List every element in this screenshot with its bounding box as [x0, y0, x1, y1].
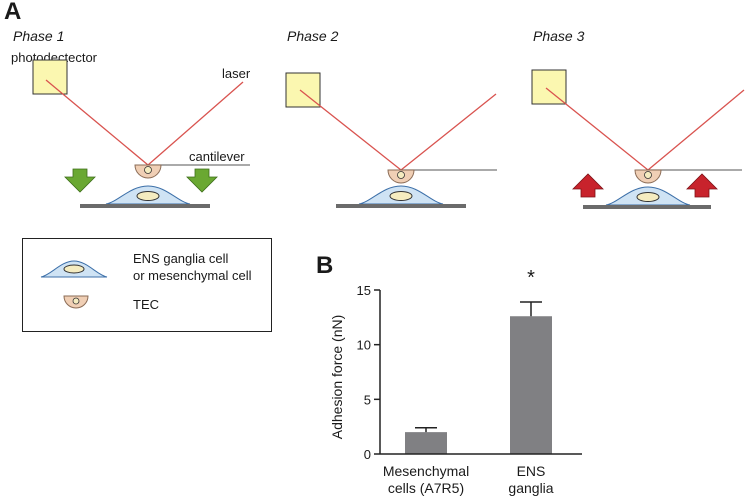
bar [405, 432, 447, 454]
tec-legend-icon [63, 295, 89, 309]
tec-cell [387, 169, 415, 184]
cantilever-label: cantilever [189, 149, 245, 164]
laser-label: laser [222, 66, 251, 81]
y-tick-label: 0 [364, 447, 371, 462]
phase-3-diagram [531, 69, 745, 209]
phase-1-title: Phase 1 [13, 28, 65, 44]
adhesion-bar-chart: Adhesion force (nN) 0 5 10 15Mesenchymalcel… [329, 267, 582, 496]
target-cell [105, 185, 191, 205]
laser-beam-in [147, 81, 244, 166]
legend-tec-label: TEC [133, 297, 159, 312]
laser-beam-in [647, 89, 745, 171]
y-tick-label: 5 [364, 392, 371, 407]
up-arrow-icon [572, 173, 604, 198]
tec-cell [134, 164, 162, 179]
tec-cell [634, 169, 662, 184]
legend-box: ENS ganglia cell or mesenchymal cell TEC [22, 238, 272, 332]
target-cell [358, 185, 444, 205]
legend-cell-label-2: or mesenchymal cell [133, 268, 252, 283]
panel-b-letter: B [316, 252, 334, 279]
x-tick-label: ganglia [508, 480, 553, 496]
laser-beam-in [400, 93, 497, 171]
bar [510, 316, 552, 454]
down-arrow-icon [64, 168, 96, 193]
cell-legend-icon [40, 260, 108, 278]
laser-beam-out [299, 89, 402, 171]
y-axis-label: Adhesion force (nN) [329, 315, 345, 440]
target-cell [605, 186, 691, 206]
significance-marker: * [527, 267, 535, 289]
phase-2-title: Phase 2 [287, 28, 339, 44]
phase-1-diagram [32, 59, 250, 208]
x-tick-label: cells (A7R5) [388, 480, 464, 496]
phase-3-title: Phase 3 [533, 28, 585, 44]
substrate [336, 204, 466, 208]
laser-beam-out [45, 79, 149, 166]
photodetector-box [32, 59, 68, 95]
y-tick-label: 10 [357, 338, 371, 353]
down-arrow-icon [186, 168, 218, 193]
x-tick-label: ENS [517, 463, 546, 479]
photodetector-box [531, 69, 567, 105]
x-tick-label: Mesenchymal [383, 463, 469, 479]
y-tick-label: 15 [357, 283, 371, 298]
substrate [80, 204, 210, 208]
phase-2-diagram [285, 72, 497, 208]
panel-a-letter: A [4, 0, 22, 25]
legend-cell-label-1: ENS ganglia cell [133, 251, 229, 266]
afm-schematic [32, 59, 745, 209]
substrate [583, 205, 711, 209]
laser-beam-out [545, 87, 649, 171]
up-arrow-icon [686, 173, 718, 198]
